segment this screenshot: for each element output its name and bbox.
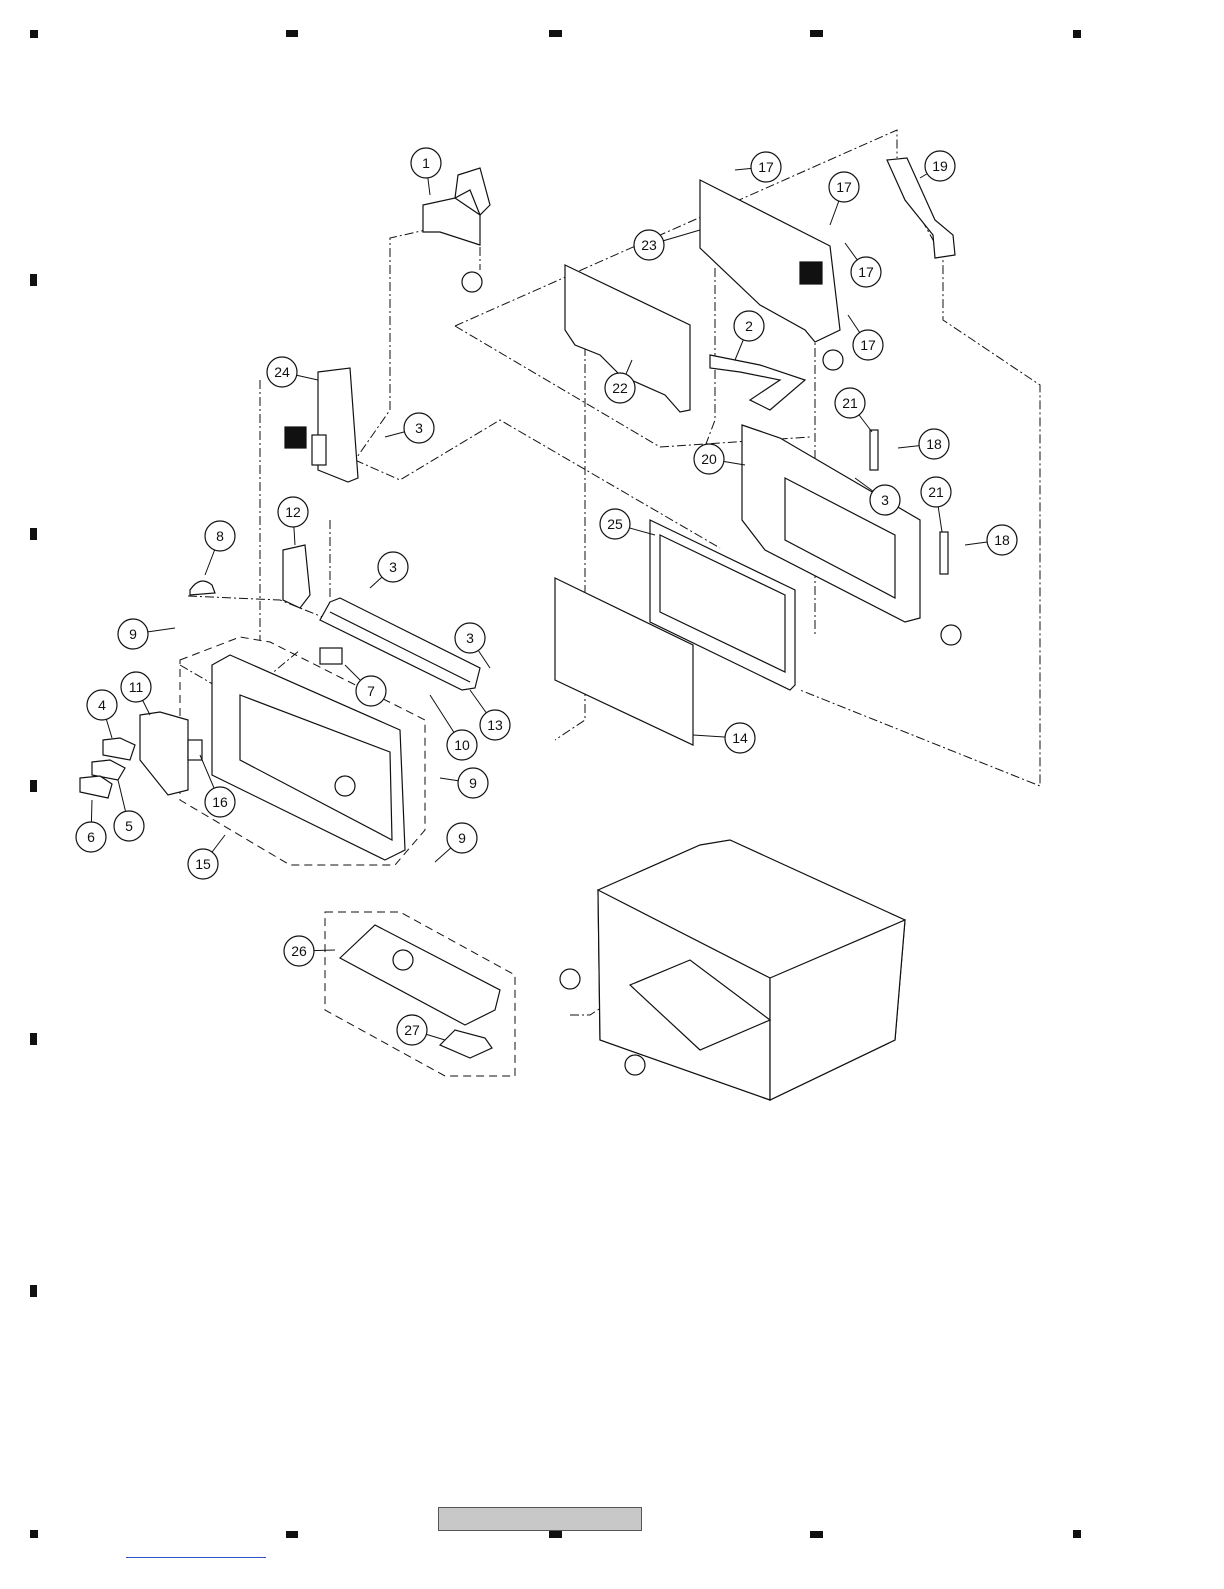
connector-circle — [560, 969, 580, 989]
registration-mark — [286, 1531, 298, 1538]
callout-label-3: 3 — [415, 420, 423, 436]
footer-link-underline — [126, 1557, 266, 1558]
callout-label-9: 9 — [469, 775, 477, 791]
callout-label-1: 1 — [422, 155, 430, 171]
callout-label-9: 9 — [129, 626, 137, 642]
callout-label-3: 3 — [389, 559, 397, 575]
registration-mark — [30, 274, 37, 286]
registration-mark — [30, 1285, 37, 1297]
registration-mark — [30, 528, 37, 540]
callout-label-3: 3 — [466, 630, 474, 646]
main-pcb-23 — [700, 180, 840, 342]
flat-cable-2 — [710, 355, 805, 410]
callout-label-18: 18 — [926, 436, 942, 452]
registration-mark — [549, 1531, 562, 1538]
marker-square — [800, 262, 822, 284]
callout-label-14: 14 — [732, 730, 748, 746]
registration-mark — [286, 30, 298, 37]
callout-label-7: 7 — [367, 683, 375, 699]
registration-mark — [30, 1530, 38, 1538]
callout-label-17: 17 — [758, 159, 774, 175]
registration-mark — [1073, 30, 1081, 38]
callout-label-17: 17 — [860, 337, 876, 353]
registration-mark — [30, 30, 38, 38]
callout-label-13: 13 — [487, 717, 503, 733]
registration-mark — [810, 30, 823, 37]
flat-cable-1 — [423, 168, 490, 245]
connector-circle — [335, 776, 355, 796]
callout-label-27: 27 — [404, 1022, 420, 1038]
registration-mark — [1073, 1530, 1081, 1538]
marker-square — [285, 427, 306, 448]
connector-circle — [823, 350, 843, 370]
callout-label-24: 24 — [274, 364, 290, 380]
callout-label-2: 2 — [745, 318, 753, 334]
connector-circle — [462, 272, 482, 292]
callout-label-21: 21 — [928, 484, 944, 500]
connector-circle — [941, 625, 961, 645]
registration-mark — [810, 1531, 823, 1538]
callout-label-4: 4 — [98, 697, 106, 713]
callout-label-16: 16 — [212, 794, 228, 810]
callout-label-23: 23 — [641, 237, 657, 253]
callout-label-17: 17 — [836, 179, 852, 195]
callout-label-11: 11 — [129, 679, 144, 695]
callout-label-18: 18 — [994, 532, 1010, 548]
buttons-group — [80, 712, 202, 798]
callout-label-17: 17 — [858, 264, 874, 280]
registration-mark — [30, 1033, 37, 1045]
registration-mark — [30, 780, 37, 792]
callout-label-19: 19 — [932, 158, 948, 174]
callout-label-5: 5 — [125, 818, 133, 834]
callout-label-20: 20 — [701, 451, 717, 467]
registration-mark — [549, 30, 562, 37]
battery-cover-27 — [440, 1030, 492, 1058]
callout-label-10: 10 — [454, 737, 470, 753]
footer-page-bar — [438, 1507, 642, 1531]
callout-label-12: 12 — [285, 504, 301, 520]
callout-label-9: 9 — [458, 830, 466, 846]
remote-control-26 — [340, 925, 500, 1025]
callout-label-25: 25 — [607, 516, 623, 532]
callout-label-6: 6 — [87, 829, 95, 845]
callout-label-15: 15 — [195, 856, 211, 872]
callout-label-3: 3 — [881, 492, 889, 508]
bracket-12 — [283, 545, 310, 608]
connector-circle — [625, 1055, 645, 1075]
clip-8 — [190, 581, 215, 595]
callout-label-21: 21 — [842, 395, 858, 411]
callout-label-22: 22 — [612, 380, 628, 396]
callout-label-26: 26 — [291, 943, 307, 959]
board-24 — [285, 368, 358, 482]
callout-label-8: 8 — [216, 528, 224, 544]
